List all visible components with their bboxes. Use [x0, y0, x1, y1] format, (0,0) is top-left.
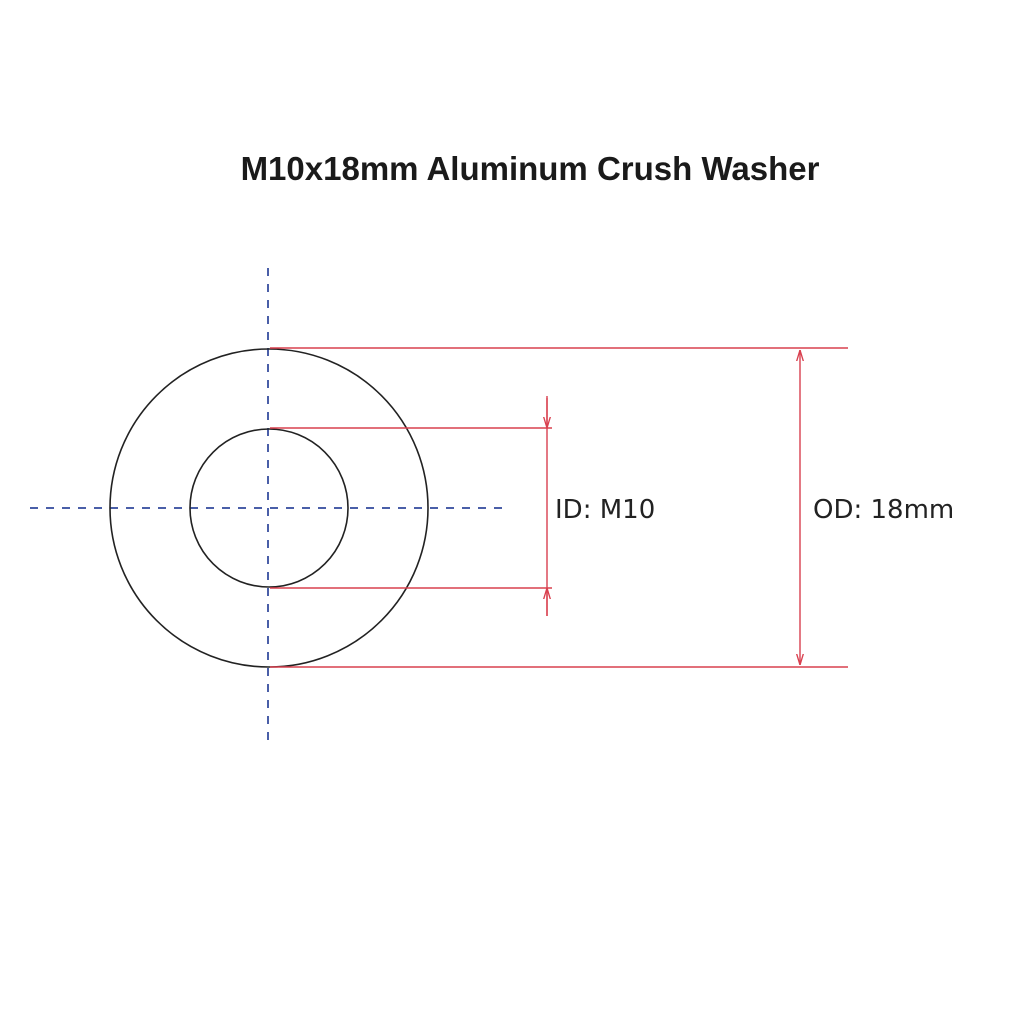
extension-lines: [270, 347, 848, 668]
outer-circle: [109, 348, 429, 668]
inner-diameter-label: ID: M10: [555, 495, 656, 525]
outer-diameter-label: OD: 18mm: [813, 495, 955, 525]
inner-circle: [189, 428, 349, 588]
diagram-title: M10x18mm Aluminum Crush Washer: [240, 150, 820, 187]
centerlines: [30, 268, 510, 745]
